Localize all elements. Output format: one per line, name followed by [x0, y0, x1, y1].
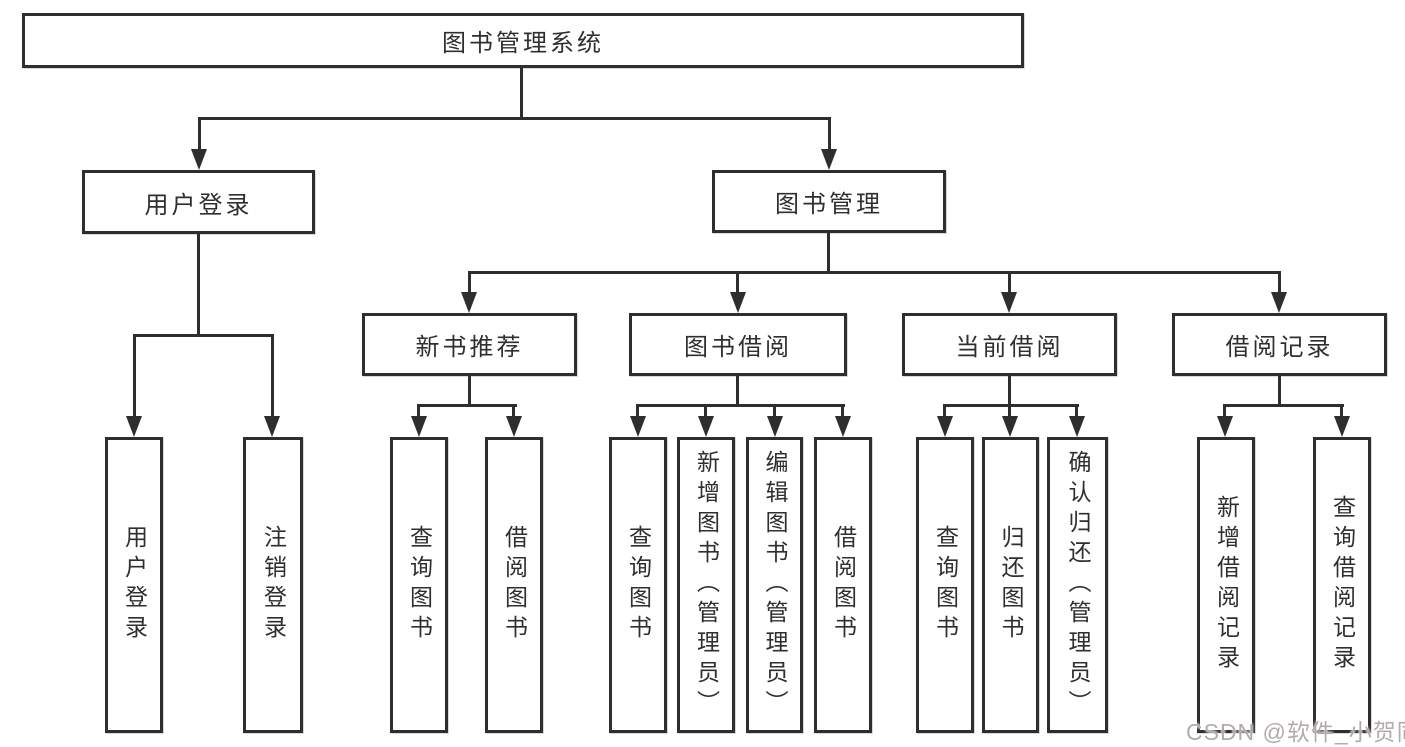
leaf-label: 新增图书（管理员） — [693, 450, 720, 720]
arrow-down-icon — [1069, 416, 1085, 437]
connector-line — [828, 117, 831, 152]
arrow-down-icon — [730, 292, 746, 313]
connector-line — [197, 232, 200, 336]
arrow-down-icon — [411, 416, 427, 437]
connector-line — [133, 334, 136, 418]
connector-line — [1278, 271, 1281, 295]
leaf-label: 查询图书 — [406, 525, 433, 645]
connector-line — [1278, 374, 1281, 407]
connector-line — [468, 374, 471, 407]
connector-line — [1223, 404, 1226, 418]
connector-line — [841, 404, 844, 418]
connector-line — [1008, 404, 1011, 418]
connector-line — [1008, 374, 1011, 407]
connector-line — [943, 404, 946, 418]
leaf-borrow-books: 借阅图书 — [814, 437, 872, 733]
arrow-down-icon — [698, 416, 714, 437]
connector-line — [943, 404, 1079, 407]
connector-line — [736, 271, 739, 295]
leaf-label: 确认归还（管理员） — [1065, 450, 1091, 720]
connector-line — [1223, 404, 1344, 407]
connector-line — [704, 404, 707, 418]
leaf-label: 查询借阅记录 — [1329, 495, 1356, 675]
node-label: 图书管理系统 — [442, 30, 604, 57]
leaf-add-books-admin: 新增图书（管理员） — [677, 437, 735, 733]
leaf-query-books-borrow: 查询图书 — [609, 437, 667, 733]
leaf-label: 归还图书 — [998, 525, 1024, 645]
arrow-down-icon — [630, 416, 646, 437]
node-label: 当前借阅 — [955, 334, 1064, 361]
arrow-down-icon — [937, 416, 953, 437]
arrow-down-icon — [835, 416, 851, 437]
arrow-down-icon — [506, 416, 522, 437]
node-label: 图书管理 — [775, 191, 883, 218]
connector-line — [1008, 271, 1011, 295]
arrow-down-icon — [126, 416, 142, 437]
leaf-logout-login: 注销登录 — [243, 437, 303, 733]
arrow-down-icon — [461, 292, 477, 313]
connector-line — [468, 271, 471, 295]
leaf-borrow-books-recommend: 借阅图书 — [485, 437, 543, 733]
connector-line — [1075, 404, 1078, 418]
leaf-return-books: 归还图书 — [982, 437, 1039, 733]
node-new-book-recommend: 新书推荐 — [362, 313, 577, 376]
arrow-down-icon — [264, 416, 280, 437]
leaf-edit-books-admin: 编辑图书（管理员） — [746, 437, 803, 733]
leaf-confirm-return-admin: 确认归还（管理员） — [1047, 437, 1108, 733]
connector-line — [512, 404, 515, 418]
leaf-query-books-recommend: 查询图书 — [390, 437, 448, 733]
connector-line — [271, 334, 274, 418]
node-book-management: 图书管理 — [712, 170, 946, 233]
arrow-down-icon — [767, 416, 783, 437]
node-label: 借阅记录 — [1225, 334, 1334, 361]
leaf-add-borrow-record: 新增借阅记录 — [1197, 437, 1255, 733]
connector-line — [636, 404, 639, 418]
connector-line — [133, 334, 274, 337]
leaf-query-borrow-record: 查询借阅记录 — [1313, 437, 1371, 733]
leaf-query-books-current: 查询图书 — [916, 437, 974, 733]
connector-line — [736, 374, 739, 407]
leaf-label: 编辑图书（管理员） — [762, 450, 788, 720]
connector-line — [520, 66, 523, 119]
node-library-management-system: 图书管理系统 — [22, 13, 1024, 68]
arrow-down-icon — [1334, 416, 1350, 437]
leaf-label: 借阅图书 — [501, 525, 528, 645]
leaf-label: 查询图书 — [932, 525, 959, 645]
connector-line — [417, 404, 517, 407]
node-label: 新书推荐 — [415, 334, 524, 361]
connector-line — [636, 404, 845, 407]
arrow-down-icon — [821, 149, 837, 170]
connector-line — [198, 117, 201, 152]
node-borrow-records: 借阅记录 — [1172, 313, 1387, 376]
connector-line — [773, 404, 776, 418]
leaf-label: 新增借阅记录 — [1213, 495, 1240, 675]
leaf-user-login: 用户登录 — [105, 437, 163, 733]
csdn-watermark: CSDN @软件_小贺同学 — [1186, 719, 1405, 745]
leaf-label: 用户登录 — [121, 525, 148, 645]
node-book-borrow: 图书借阅 — [629, 313, 847, 376]
connector-line — [827, 231, 830, 274]
arrow-down-icon — [191, 149, 207, 170]
connector-line — [198, 117, 831, 120]
node-label: 图书借阅 — [684, 334, 792, 361]
leaf-label: 注销登录 — [260, 525, 287, 645]
arrow-down-icon — [1217, 416, 1233, 437]
node-user-login: 用户登录 — [82, 170, 315, 234]
connector-line — [1340, 404, 1343, 418]
connector-line — [417, 404, 420, 418]
node-current-borrow: 当前借阅 — [902, 313, 1117, 376]
arrow-down-icon — [1001, 292, 1017, 313]
arrow-down-icon — [1002, 416, 1018, 437]
connector-line — [468, 271, 1281, 274]
leaf-label: 查询图书 — [625, 525, 652, 645]
leaf-label: 借阅图书 — [830, 525, 857, 645]
arrow-down-icon — [1271, 292, 1287, 313]
node-label: 用户登录 — [144, 191, 253, 219]
